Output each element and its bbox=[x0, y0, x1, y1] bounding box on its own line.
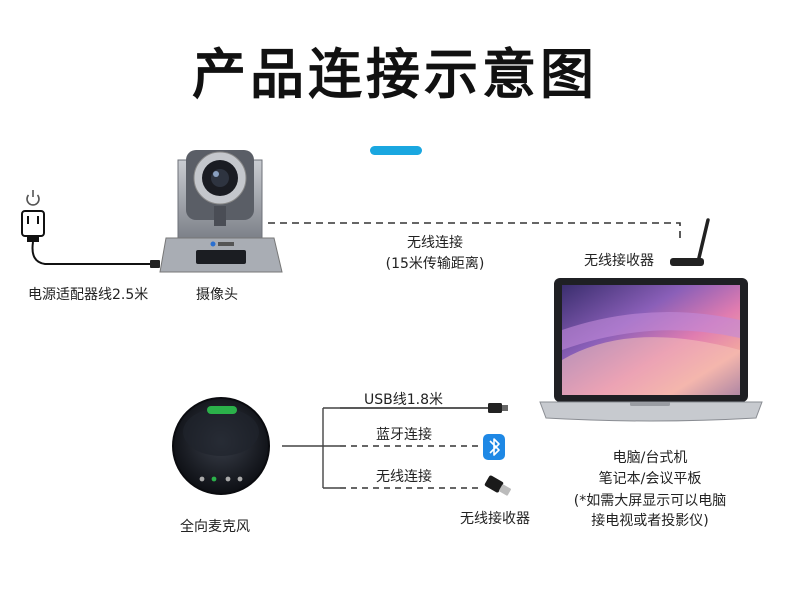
microphone-label: 全向麦克风 bbox=[180, 519, 250, 535]
usb-dongle-icon bbox=[484, 475, 511, 496]
power-adapter-label: 电源适配器线2.5米 bbox=[28, 287, 149, 303]
power-cable bbox=[31, 241, 150, 265]
bluetooth-label: 蓝牙连接 bbox=[376, 427, 432, 443]
power-plug-icon bbox=[21, 210, 45, 242]
receiver-bottom-label: 无线接收器 bbox=[460, 511, 530, 527]
laptop bbox=[539, 278, 763, 422]
camera-label: 摄像头 bbox=[196, 287, 238, 303]
power-icon bbox=[26, 190, 40, 206]
ptz-camera bbox=[159, 150, 283, 273]
page-title: 产品连接示意图 bbox=[192, 43, 598, 106]
wireless-link-label: 无线连接 bbox=[407, 235, 463, 251]
device-label-line2: 笔记本/会议平板 bbox=[598, 471, 702, 487]
title-accent-bar bbox=[370, 146, 422, 155]
usb-cable-label: USB线1.8米 bbox=[364, 392, 444, 408]
usb-plug-icon bbox=[488, 403, 508, 413]
mic-connection-bracket bbox=[282, 407, 340, 489]
note-line2: 接电视或者投影仪) bbox=[591, 513, 709, 529]
power-cable-connector bbox=[150, 260, 160, 268]
camera-wireless-line bbox=[268, 222, 681, 240]
receiver-top-label: 无线接收器 bbox=[584, 253, 654, 269]
device-label-line1: 电脑/台式机 bbox=[612, 450, 688, 466]
note-line1: (*如需大屏显示可以电脑 bbox=[573, 493, 727, 509]
mic-wireless-label: 无线连接 bbox=[376, 469, 432, 485]
wireless-receiver-antenna-icon bbox=[670, 218, 710, 266]
wireless-range-label: (15米传输距离) bbox=[385, 256, 485, 272]
microphone bbox=[172, 397, 270, 495]
bluetooth-icon bbox=[483, 434, 505, 460]
